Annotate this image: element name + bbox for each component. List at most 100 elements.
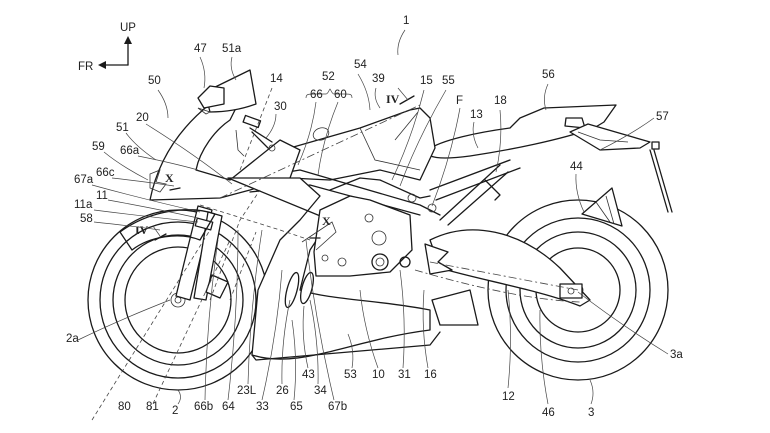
front-cowl: [149, 99, 301, 201]
reference-label-67a: 67a: [74, 174, 94, 186]
reference-label-53: 53: [344, 369, 357, 381]
reference-label-15: 15: [420, 75, 433, 87]
vent-left: [284, 271, 300, 309]
reference-label-52: 52: [322, 71, 335, 83]
reference-label-51a: 51a: [222, 43, 242, 55]
reference-label-57: 57: [656, 111, 669, 123]
leader-line-55: [399, 89, 447, 187]
leader-line-2a: [77, 299, 171, 341]
engine-crankcase: [313, 195, 413, 277]
front-label: FR: [78, 61, 93, 73]
reference-label-31: 31: [398, 369, 411, 381]
reference-label-10: 10: [372, 369, 385, 381]
leader-line-18: [495, 109, 502, 173]
leader-line-65: [291, 319, 296, 401]
leader-line-3: [589, 379, 594, 405]
leader-line-16: [422, 289, 429, 369]
reference-label-20: 20: [136, 112, 149, 124]
section-mark-iv-upper: IV: [386, 87, 415, 106]
svg-text:X: X: [165, 171, 174, 185]
reference-label-2: 2: [172, 405, 178, 417]
reference-label-51: 51: [116, 122, 129, 134]
reference-label-12: 12: [502, 391, 515, 403]
leader-line-60: [317, 101, 339, 176]
reference-label-16: 16: [424, 369, 437, 381]
leader-line-57: [599, 117, 655, 151]
reference-label-56: 56: [542, 69, 555, 81]
reference-label-66a: 66a: [120, 145, 140, 157]
front-fork: [175, 205, 229, 301]
svg-text:IV: IV: [386, 92, 400, 106]
seat-frame: [429, 159, 521, 226]
leader-line-11: [107, 199, 199, 219]
reference-label-26: 26: [276, 385, 289, 397]
fuel-tank-cover: [289, 107, 436, 181]
reference-label-81: 81: [146, 401, 159, 413]
leader-line-2: [177, 389, 181, 405]
leader-line-26: [281, 299, 291, 385]
reference-label-3a: 3a: [670, 349, 683, 361]
leader-line-1: [397, 29, 406, 56]
reference-label-43: 43: [302, 369, 315, 381]
reference-label-3: 3: [588, 407, 594, 419]
swingarm-pivot-bracket: [424, 243, 453, 275]
leader-line-66c: [111, 177, 175, 187]
reference-label-64: 64: [222, 401, 235, 413]
reference-label-60: 60: [334, 89, 347, 101]
leader-line-12: [507, 289, 511, 389]
air-duct: [149, 169, 167, 193]
leader-line-15: [391, 89, 425, 181]
axis-81: [149, 239, 231, 411]
leader-line-56: [544, 83, 549, 111]
section-mark-x-upper: X: [165, 171, 181, 191]
section-mark-x-lower: X: [309, 214, 331, 239]
leader-line-31: [399, 269, 405, 369]
steering-axis: [239, 87, 273, 171]
vent-right: [299, 271, 315, 305]
leader-line-47: [199, 56, 206, 89]
leader-line-33: [261, 269, 283, 401]
leader-line-39: [374, 87, 381, 109]
leader-line-20: [145, 123, 233, 185]
front-wheel: [87, 209, 269, 391]
direction-indicator: UP FR: [78, 22, 136, 73]
reference-label-18: 18: [494, 95, 507, 107]
leader-line-3a: [577, 291, 669, 355]
axle-adjuster: [559, 283, 583, 299]
front-arrow-icon: [98, 61, 106, 69]
leader-line-13: [472, 121, 479, 149]
tail-light: [564, 117, 586, 129]
bracket-52: [305, 88, 353, 99]
reference-label-11: 11: [96, 190, 108, 202]
leader-line-50: [157, 89, 169, 119]
turn-signal: [651, 141, 660, 150]
up-label: UP: [120, 22, 136, 34]
rear-hugger: [581, 187, 623, 227]
leader-line-11a: [93, 209, 199, 223]
reference-label-34: 34: [314, 385, 327, 397]
leader-line-53: [347, 333, 354, 369]
under-cowl: [251, 331, 441, 361]
license-bracket: [569, 123, 651, 151]
leader-line-66a: [137, 155, 199, 171]
reference-label-11a: 11a: [74, 199, 93, 211]
leader-line-58: [93, 221, 161, 231]
muffler-end: [431, 289, 479, 326]
reference-label-46: 46: [542, 407, 555, 419]
reference-label-58: 58: [80, 213, 93, 225]
reference-label-47: 47: [194, 43, 207, 55]
leader-line-43: [302, 305, 309, 369]
reference-label-f: F: [456, 95, 463, 107]
reference-label-30: 30: [274, 101, 287, 113]
leader-lines: [77, 29, 669, 405]
reference-label-54: 54: [354, 59, 367, 71]
swingarm-center-line: [429, 261, 579, 291]
reference-label-65: 65: [290, 401, 303, 413]
reference-label-59: 59: [92, 141, 105, 153]
chain-line: [414, 269, 581, 303]
leader-line-67b: [305, 239, 335, 401]
reference-label-14: 14: [270, 73, 283, 85]
leader-line-f: [431, 107, 461, 207]
